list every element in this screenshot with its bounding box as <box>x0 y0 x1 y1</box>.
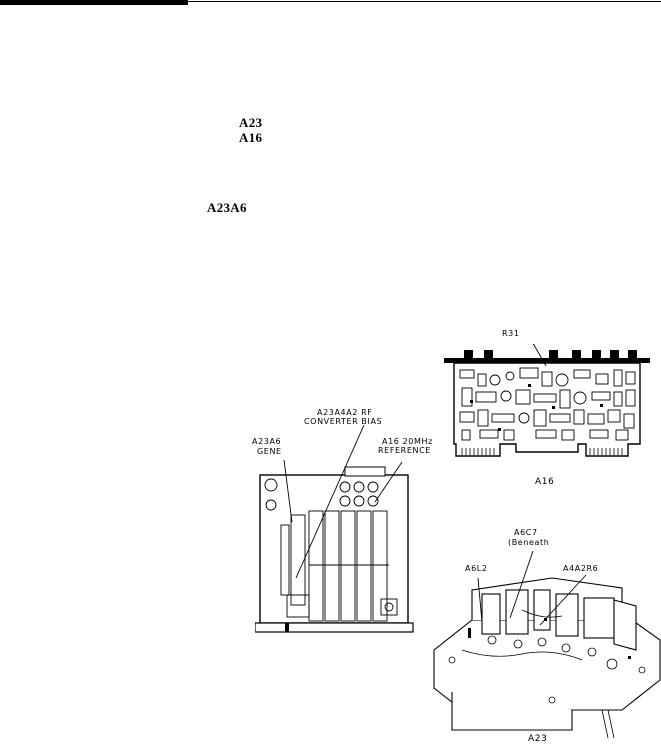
a23-assembly-illustration <box>432 560 661 742</box>
label-a23a6-line1: A23A6 <box>252 437 282 446</box>
ref-a23: A23 <box>239 115 263 130</box>
label-a16-reference-line2: REFERENCE <box>378 446 431 455</box>
label-a4a2r6: A4A2R6 <box>563 564 599 573</box>
label-a6l2: A6L2 <box>465 564 488 573</box>
label-r31: R31 <box>502 329 520 338</box>
label-a23a4a2-line1: A23A4A2 RF <box>317 408 373 417</box>
label-a16-board: A16 <box>535 477 555 487</box>
label-a6c7-line2: (Beneath <box>508 538 550 547</box>
label-a23a4a2-line2: CONVERTER BIAS <box>304 417 383 426</box>
a23-top-view-illustration <box>255 455 415 640</box>
label-a23a6-line2: GENE <box>257 447 282 456</box>
header-rule <box>188 1 661 2</box>
label-a16-reference-line1: A16 20MHz <box>382 437 433 446</box>
a16-board-illustration <box>440 344 655 476</box>
label-a23-assembly: A23 <box>528 734 548 744</box>
ref-a23a6: A23A6 <box>207 200 247 215</box>
ref-a16: A16 <box>239 130 263 145</box>
label-a6c7-line1: A6C7 <box>514 528 538 537</box>
header-bar <box>0 0 188 5</box>
